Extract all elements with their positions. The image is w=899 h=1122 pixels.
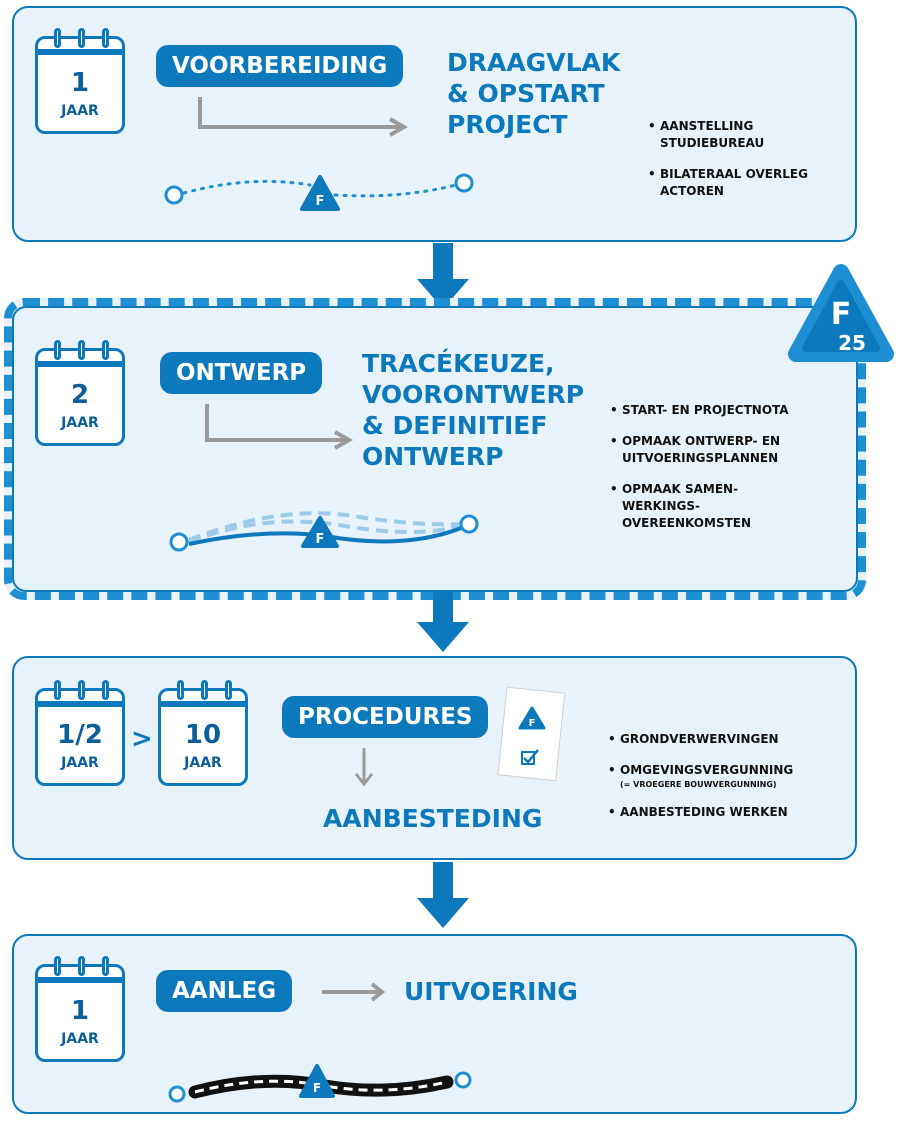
phase-title: TRACÉKEUZE, VOORONTWERP & DEFINITIEF ONT… [362, 349, 585, 471]
marker-letter: F [316, 532, 325, 547]
phase-title: UITVOERING [404, 977, 578, 1006]
duration-unit: JAAR [61, 1031, 99, 1047]
down-arrow-icon [417, 592, 469, 652]
calendar-icon: 2 JAAR [35, 340, 125, 446]
task-item: BILATERAAL OVERLEG ACTOREN [648, 166, 838, 200]
task-list: GRONDVERWERVINGEN OMGEVINGSVERGUNNING (=… [608, 731, 843, 835]
dotted-path-icon: F [164, 173, 474, 211]
task-list: START- EN PROJECTNOTA OPMAAK ONTWERP- EN… [610, 402, 825, 546]
flow-arrow [354, 748, 374, 787]
task-item: GRONDVERWERVINGEN [608, 731, 843, 748]
badge-number: 25 [838, 331, 866, 355]
phase-title: AANBESTEDING [323, 804, 543, 833]
duration-unit: JAAR [61, 103, 99, 119]
flow-arrow [322, 982, 386, 1002]
phase-panel-procedures [12, 656, 857, 860]
marker-letter: F [529, 718, 536, 729]
phase-label: AANLEG [156, 970, 293, 1012]
flow-arrow [205, 404, 354, 450]
phase-label: ONTWERP [160, 352, 323, 394]
phase-label: PROCEDURES [282, 696, 489, 738]
calendar-icon: 1/2 JAAR [35, 680, 125, 786]
marker-letter: F [313, 1081, 321, 1095]
document-icon: F [497, 686, 566, 782]
duration-unit: JAAR [61, 755, 99, 771]
calendar-icon: 1 JAAR [35, 956, 125, 1062]
calendar-icon: 1 JAAR [35, 28, 125, 134]
down-arrow-icon [417, 243, 469, 309]
marker-letter: F [316, 194, 325, 209]
task-item: AANSTELLING STUDIEBUREAU [648, 118, 838, 152]
flow-arrow [198, 97, 409, 137]
duration-number: 1 [70, 68, 90, 98]
task-item: OMGEVINGSVERGUNNING (= VROEGERE BOUWVERG… [608, 762, 843, 790]
task-item: START- EN PROJECTNOTA [610, 402, 825, 419]
f25-badge: F 25 [788, 264, 894, 362]
duration-number: 1/2 [57, 720, 103, 750]
task-item: OPMAAK SAMEN-WERKINGS-OVEREENKOMSTEN [610, 481, 752, 532]
route-options-icon: F [169, 511, 479, 552]
task-item: AANBESTEDING WERKEN [608, 804, 843, 821]
down-arrow-icon [417, 862, 469, 928]
duration-number: 1 [70, 996, 90, 1026]
badge-letter: F [831, 297, 852, 332]
duration-unit: JAAR [61, 415, 99, 431]
phase-label: VOORBEREIDING [156, 45, 404, 87]
task-note: (= VROEGERE BOUWVERGUNNING) [620, 780, 777, 789]
road-icon: F [168, 1064, 472, 1103]
duration-unit: JAAR [184, 755, 222, 771]
duration-number: 2 [70, 380, 90, 410]
range-separator: > [131, 724, 153, 754]
task-list: AANSTELLING STUDIEBUREAU BILATERAAL OVER… [648, 118, 838, 214]
duration-number: 10 [184, 720, 222, 750]
phase-title: DRAAGVLAK & OPSTART PROJECT [447, 48, 621, 139]
task-item: OPMAAK ONTWERP- EN UITVOERINGSPLANNEN [610, 433, 825, 467]
calendar-icon: 10 JAAR [158, 680, 248, 786]
